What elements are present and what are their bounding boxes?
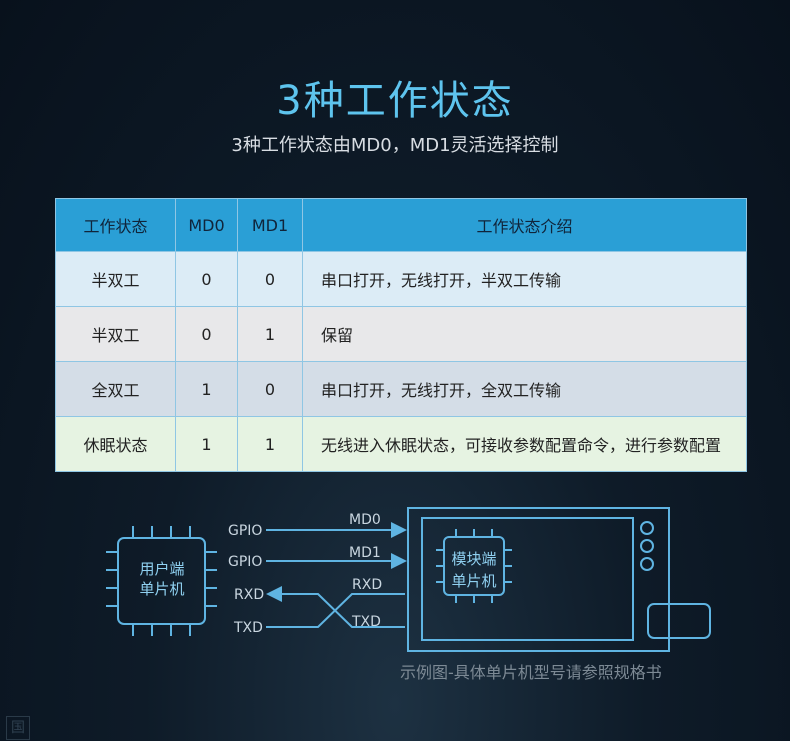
cell-md1: 0 (237, 361, 303, 417)
header-desc: 工作状态介绍 (302, 198, 747, 252)
diagram-caption: 示例图-具体单片机型号请参照规格书 (400, 663, 662, 682)
cell-md1: 1 (237, 306, 303, 362)
watermark-stamp: 国 (6, 716, 30, 740)
cell-desc: 串口打开，无线打开，半双工传输 (302, 251, 747, 307)
cell-state: 休眠状态 (55, 416, 176, 472)
user-mcu-label-2: 单片机 (139, 580, 184, 598)
module-inner-frame (421, 517, 634, 641)
cell-md0: 1 (175, 416, 238, 472)
pin-label-gpio-2: GPIO (228, 554, 262, 570)
cell-md0: 1 (175, 361, 238, 417)
table-row: 半双工 0 0 串口打开，无线打开，半双工传输 (55, 251, 747, 307)
cell-md0: 0 (175, 251, 238, 307)
signal-label-txd: TXD (351, 614, 381, 630)
page-title: 3种工作状态 (276, 78, 514, 124)
cell-state: 半双工 (55, 251, 176, 307)
led-indicator (640, 521, 654, 535)
header-md0: MD0 (175, 198, 238, 252)
table-row: 半双工 0 1 保留 (55, 306, 747, 362)
header-state: 工作状态 (55, 198, 176, 252)
led-indicator (640, 557, 654, 571)
user-mcu-chip (117, 537, 206, 625)
module-mcu-label-2: 单片机 (451, 572, 496, 590)
cell-desc: 串口打开，无线打开，全双工传输 (302, 361, 747, 417)
cell-md1: 0 (237, 251, 303, 307)
page-subtitle: 3种工作状态由MD0，MD1灵活选择控制 (231, 135, 559, 156)
module-mcu-label-1: 模块端 (451, 550, 496, 568)
state-table: 工作状态 MD0 MD1 工作状态介绍 半双工 0 0 串口打开，无线打开，半双… (55, 198, 747, 472)
module-board (407, 507, 670, 652)
signal-label-md1: MD1 (349, 545, 381, 561)
cell-desc: 保留 (302, 306, 747, 362)
pin-label-gpio-1: GPIO (228, 523, 262, 539)
signal-label-rxd: RXD (352, 577, 382, 593)
header-md1: MD1 (237, 198, 303, 252)
cell-state: 半双工 (55, 306, 176, 362)
txd-module-to-rxd-user-line (266, 586, 405, 628)
cell-desc: 无线进入休眠状态，可接收参数配置命令，进行参数配置 (302, 416, 747, 472)
module-mcu-pins (436, 529, 512, 603)
cell-state: 全双工 (55, 361, 176, 417)
pin-label-txd: TXD (233, 620, 263, 636)
cell-md1: 1 (237, 416, 303, 472)
table-row: 休眠状态 1 1 无线进入休眠状态，可接收参数配置命令，进行参数配置 (55, 416, 747, 472)
user-mcu-pins (106, 526, 217, 636)
cell-md0: 0 (175, 306, 238, 362)
table-row: 全双工 1 0 串口打开，无线打开，全双工传输 (55, 361, 747, 417)
user-mcu-label-1: 用户端 (139, 560, 184, 578)
connection-diagram: 用户端 单片机 模块端 单片机 GPIO GPIO RXD TXD MD0 MD… (106, 507, 711, 652)
pin-label-rxd: RXD (234, 587, 264, 603)
led-indicator (640, 539, 654, 553)
table-header-row: 工作状态 MD0 MD1 工作状态介绍 (55, 198, 747, 252)
antenna-connector (647, 603, 711, 639)
signal-label-md0: MD0 (349, 512, 381, 528)
